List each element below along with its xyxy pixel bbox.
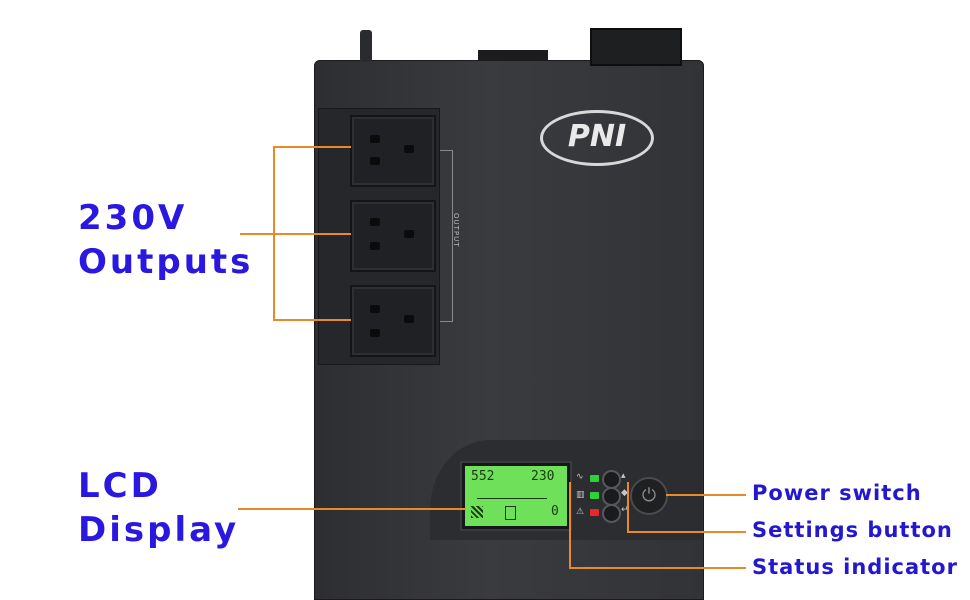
callout-line-settings-vertical — [627, 482, 629, 533]
battery-icon — [505, 506, 516, 520]
power-switch-callout: Power switch — [752, 481, 922, 505]
status-led-fault — [590, 509, 599, 516]
lcd-top-left-value: 552 — [471, 469, 495, 484]
settings-button-callout: Settings button — [752, 518, 953, 542]
callout-line-power-switch — [666, 494, 746, 496]
lcd-flow-diagram — [477, 490, 547, 499]
solar-icon — [471, 506, 483, 518]
callout-line-status-vertical — [569, 482, 571, 569]
pni-logo: PNI — [540, 110, 654, 166]
callout-line-settings-horizontal — [627, 531, 746, 533]
callout-line-lcd — [238, 508, 466, 510]
lcd-top-right-value: 230 — [531, 469, 555, 484]
up-arrow-icon: ▴ — [621, 471, 626, 481]
down-arrow-icon: ↵ — [621, 505, 629, 515]
lcd-callout: LCD Display — [78, 464, 239, 552]
output-socket-2 — [350, 200, 436, 272]
lcd-callout-line-2: Display — [78, 510, 240, 550]
ac-input-icon: ∿ — [576, 472, 584, 482]
output-label: OUTPUT — [452, 212, 460, 248]
outputs-callout-line-1: 230V — [78, 198, 188, 238]
top-terminal-block — [590, 28, 682, 66]
callout-line-outputs-mid — [240, 233, 351, 235]
callout-line-outputs-bottom — [273, 319, 351, 321]
lcd-screen: 552 230 0 — [462, 463, 570, 529]
status-led-battery — [590, 492, 599, 499]
output-socket-1 — [350, 115, 436, 187]
status-indicator-callout: Status indicator — [752, 555, 958, 579]
battery-mode-icon: ▥ — [576, 490, 585, 500]
output-bracket — [440, 150, 453, 322]
top-vent — [478, 50, 548, 60]
callout-line-status-horizontal — [569, 567, 746, 569]
power-icon: ⏻ — [641, 485, 657, 506]
status-led-ac — [590, 475, 599, 482]
enter-icon: ◆ — [621, 488, 628, 498]
lcd-callout-line-1: LCD — [78, 466, 162, 506]
callout-line-outputs-top — [273, 146, 351, 148]
output-socket-3 — [350, 285, 436, 357]
outputs-callout: 230V Outputs — [78, 196, 253, 284]
lcd-bottom-right-value: 0 — [551, 504, 559, 519]
outputs-callout-line-2: Outputs — [78, 242, 254, 282]
top-cable-gland — [360, 30, 372, 62]
power-switch[interactable]: ⏻ — [630, 477, 668, 515]
warning-icon: ⚠ — [576, 507, 585, 517]
settings-button-down[interactable] — [602, 504, 621, 523]
